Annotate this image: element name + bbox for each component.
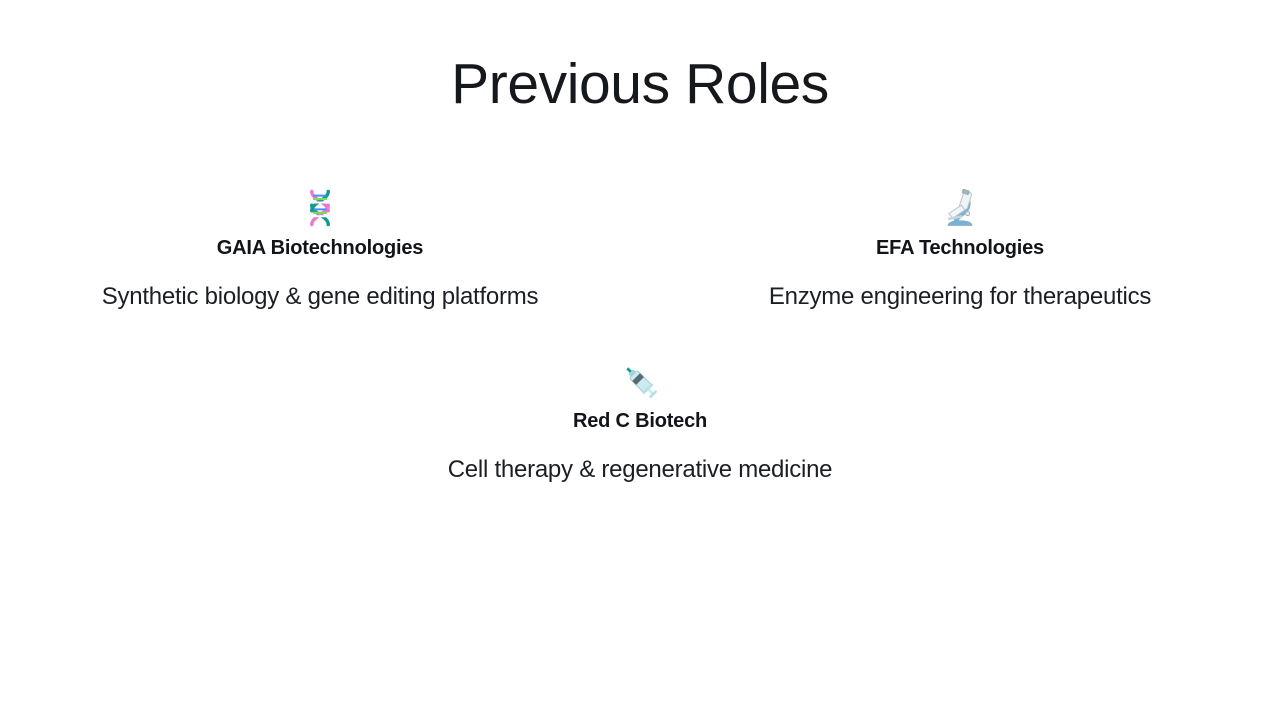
role-description: Enzyme engineering for therapeutics xyxy=(768,283,1152,310)
role-description: Synthetic biology & gene editing platfor… xyxy=(101,283,539,310)
role-card-efa-technologies: EFA Technologies Enzyme engineering for … xyxy=(640,186,1280,313)
role-description: Cell therapy & regenerative medicine xyxy=(447,456,833,483)
role-name: GAIA Biotechnologies xyxy=(216,237,424,259)
syringe-icon xyxy=(618,359,662,403)
roles-grid: GAIA Biotechnologies Synthetic biology &… xyxy=(0,186,1280,486)
microscope-icon xyxy=(938,186,982,230)
role-name: EFA Technologies xyxy=(876,237,1044,259)
role-card-gaia-biotechnologies: GAIA Biotechnologies Synthetic biology &… xyxy=(0,186,640,313)
page-title: Previous Roles xyxy=(451,52,829,116)
dna-icon xyxy=(298,186,342,230)
role-card-red-c-biotech: Red C Biotech Cell therapy & regenerativ… xyxy=(0,359,1280,486)
role-name: Red C Biotech xyxy=(572,410,708,432)
